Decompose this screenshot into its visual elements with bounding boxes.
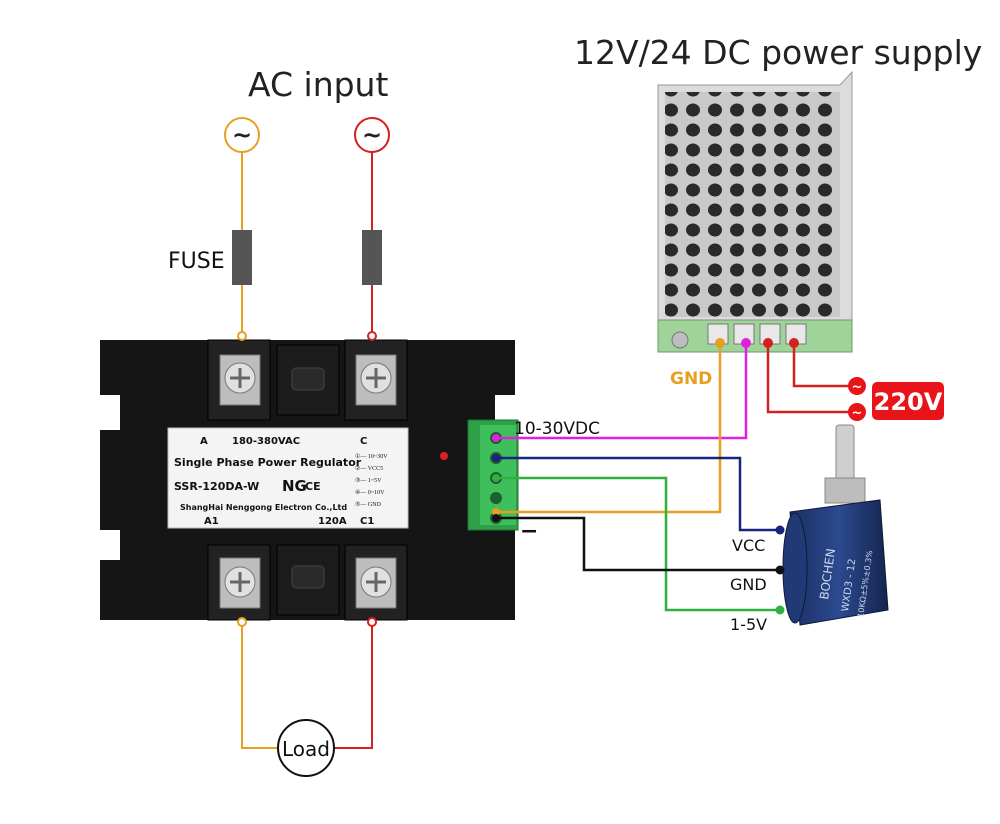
pin-3-label: ③— 1~5V [355,477,382,484]
pin-2-label: ②— VCC5 [355,465,383,472]
wire-black-gnd [496,516,780,572]
svg-text:~: ~ [852,380,863,395]
ce-mark: CE [305,480,321,493]
supply-gnd-label: GND [670,369,712,389]
manufacturer: ShangHai Nenggong Electron Co.,Ltd [180,503,347,512]
control-terminal-block [467,419,519,531]
ac-220-source-b-icon: ~ [848,403,866,421]
wire-orange-gnd [496,343,722,514]
dot-ac-a [763,338,773,348]
fuse-red-line-icon [362,230,382,285]
terminal-a-label: A [200,436,208,447]
terminal-c-dot [367,331,377,341]
pot-gnd-label: GND [730,575,767,594]
ac-source-orange-icon: ~ [224,117,260,153]
screw-a-icon [219,354,261,406]
dot-plus-supply [741,338,751,348]
relay-description: Single Phase Power Regulator [174,456,362,469]
dot-gnd-supply [715,338,725,348]
wire-magenta [496,343,748,440]
pot-signal-label: 1-5V [730,615,767,634]
dot-pot-signal [775,605,785,615]
dot-pin5 [492,514,500,522]
wire-red-220-b [792,343,850,388]
control-range-label: 10-30VDC [514,419,600,439]
dot-pot-vcc [775,525,785,535]
voltage-220-label: 220V [874,388,943,416]
terminal-c-label: C [360,436,367,447]
ac-source-red-icon: ~ [354,117,390,153]
terminal-c1-label: C1 [360,516,374,527]
dot-ac-b [789,338,799,348]
voltage-220-badge [872,382,944,420]
dot-pin4 [492,508,500,516]
wire-green-signal [496,476,780,612]
svg-text:~: ~ [232,121,252,149]
load-wire-orange [241,626,278,749]
screw-c-icon [355,354,397,406]
dot-pin3 [492,474,500,482]
dc-power-supply [657,70,853,353]
terminal-a1-label: A1 [204,516,219,527]
wire-red-220-a [766,343,850,414]
terminal-a1-dot [237,617,247,627]
screw-c1-icon [355,557,397,609]
voltage-range-label: 180-380VAC [232,436,300,447]
potentiometer: BOCHEN WXD3 - 12 10KΩ±5%±0.3% [782,424,889,626]
fuse-icon [232,230,252,285]
load-icon [277,719,335,777]
dc-supply-title: 12V/24 DC power supply [574,33,982,72]
relay-label-plate: A 180-380VAC C Single Phase Power Regula… [167,427,409,529]
svg-text:~: ~ [362,121,382,149]
brand-logo: NG [282,477,307,495]
fuse-label: FUSE [168,249,225,274]
screw-a1-icon [219,557,261,609]
dot-pin1 [492,434,500,442]
svg-text:~: ~ [852,406,863,421]
pot-vcc-label: VCC [732,536,765,555]
ac-220-source-a-icon: ~ [848,377,866,395]
load-wire-red [334,626,373,749]
dot-pin2 [492,454,500,462]
status-led-icon [440,452,448,460]
relay-model: SSR-120DA-W [174,480,259,493]
pin-5-label: ⑤— GND [355,501,382,508]
load-label: Load [282,737,330,761]
terminal-c1-dot [367,617,377,627]
pin-1-label: ①— 10~30V [355,453,388,460]
minus-label: − [520,519,538,544]
pin-4-label: ④— 0~10V [355,489,385,496]
current-rating: 120A [318,516,347,527]
ac-input-title: AC input [248,65,388,104]
wire-navy-vcc [496,456,780,532]
terminal-a-dot [237,331,247,341]
dot-pot-gnd [775,565,785,575]
